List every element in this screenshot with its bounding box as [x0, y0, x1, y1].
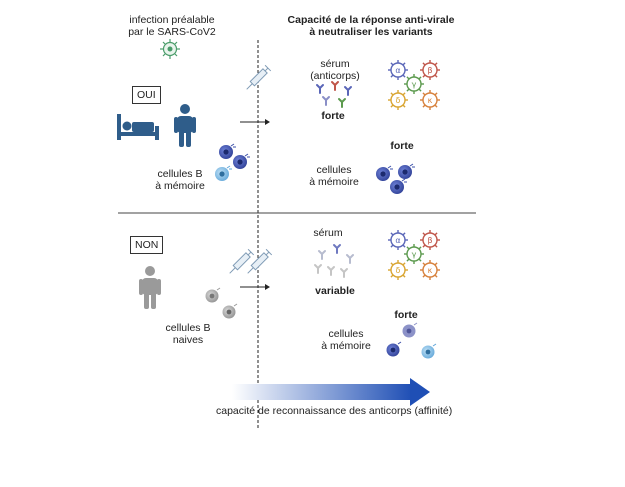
syringe-icon	[229, 248, 255, 274]
antibody-icon	[316, 81, 352, 108]
memory-strength: forte	[394, 309, 418, 321]
memory-b-cell	[219, 143, 236, 159]
memory-cell	[421, 343, 437, 359]
memory-b-cell	[215, 165, 232, 181]
answer-yes-box: OUI	[132, 86, 161, 104]
hospital-bed-icon	[117, 114, 159, 140]
serum-label: sérum(anticorps)	[310, 58, 360, 82]
affinity-label: capacité de reconnaissance des anticorps…	[216, 405, 453, 417]
memory-strength: forte	[390, 140, 414, 152]
arrow-right-icon	[240, 284, 270, 290]
syringe-icon	[246, 64, 272, 90]
arrow-right-icon	[240, 119, 270, 125]
naive-person-icon	[139, 266, 161, 309]
naive-b-cell	[222, 303, 238, 319]
recovered-person-icon	[174, 104, 196, 147]
memory-cell	[386, 341, 402, 357]
memory-cell	[376, 165, 393, 181]
syringe-icon	[247, 248, 273, 274]
serum-strength: variable	[315, 285, 355, 297]
serum-label: sérum	[313, 227, 343, 239]
affinity-gradient-arrow	[232, 378, 430, 406]
memory-cell	[402, 322, 418, 338]
memory-b-cell	[233, 153, 250, 169]
memory-cell	[390, 178, 407, 194]
serum-strength: forte	[321, 110, 345, 122]
naive-b-cell	[205, 287, 221, 303]
sars-cov2-virus-icon	[160, 39, 180, 59]
memory-cell	[398, 163, 415, 179]
answer-no-box: NON	[130, 236, 164, 254]
antibody-icon	[314, 244, 354, 278]
